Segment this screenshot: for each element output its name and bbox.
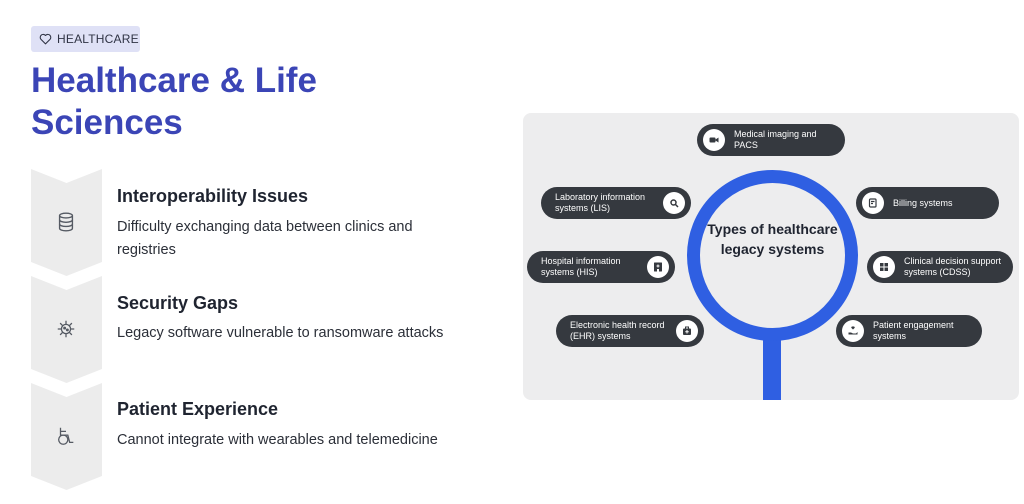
- node-lis: Laboratory information systems (LIS): [541, 187, 691, 219]
- node-medical-imaging: Medical imaging and PACS: [697, 124, 845, 156]
- item-title-security: Security Gaps: [117, 293, 239, 313]
- node-label: Laboratory information systems (LIS): [555, 192, 646, 213]
- heart-icon: [39, 33, 52, 45]
- video-camera-icon: [703, 129, 725, 151]
- node-label: Billing systems: [893, 197, 953, 208]
- database-icon: [55, 211, 77, 233]
- item-desc-security: Legacy software vulnerable to ransomware…: [117, 325, 444, 341]
- legacy-systems-diagram: Types of healthcare legacy systems Medic…: [523, 113, 1019, 400]
- node-patient-engagement: Patient engagement systems: [836, 315, 982, 347]
- medical-bag-icon: [676, 320, 698, 342]
- node-billing: Billing systems: [856, 187, 999, 219]
- page-title: Healthcare & Life Sciences: [31, 61, 317, 142]
- diagram-center-label: Types of healthcare legacy systems: [707, 221, 838, 257]
- node-label: Electronic health record (EHR) systems: [570, 320, 665, 341]
- virus-icon: [55, 318, 77, 340]
- node-label: Patient engagement systems: [873, 320, 954, 341]
- node-label: Clinical decision support systems (CDSS): [904, 256, 1002, 277]
- magnifier-handle: [763, 339, 781, 400]
- category-badge: HEALTHCARE: [31, 26, 140, 52]
- node-label: Medical imaging and PACS: [734, 129, 817, 150]
- item-desc-interoperability: Difficulty exchanging data between clini…: [117, 219, 413, 258]
- item-desc-patient-experience: Cannot integrate with wearables and tele…: [117, 432, 438, 448]
- node-cdss: Clinical decision support systems (CDSS): [867, 251, 1013, 283]
- chevron-step-1: [31, 169, 102, 276]
- chevron-step-3: [31, 383, 102, 490]
- magnifier-icon: [663, 192, 685, 214]
- billing-icon: [862, 192, 884, 214]
- item-title-interoperability: Interoperability Issues: [117, 186, 309, 206]
- chevron-step-2: [31, 276, 102, 383]
- node-label: Hospital information systems (HIS): [541, 256, 621, 277]
- hand-heart-icon: [842, 320, 864, 342]
- node-his: Hospital information systems (HIS): [527, 251, 675, 283]
- item-title-patient-experience: Patient Experience: [117, 399, 279, 419]
- badge-label: HEALTHCARE: [57, 32, 139, 46]
- hospital-icon: [647, 256, 669, 278]
- wheelchair-icon: [55, 425, 77, 447]
- grid-icon: [873, 256, 895, 278]
- node-ehr: Electronic health record (EHR) systems: [556, 315, 704, 347]
